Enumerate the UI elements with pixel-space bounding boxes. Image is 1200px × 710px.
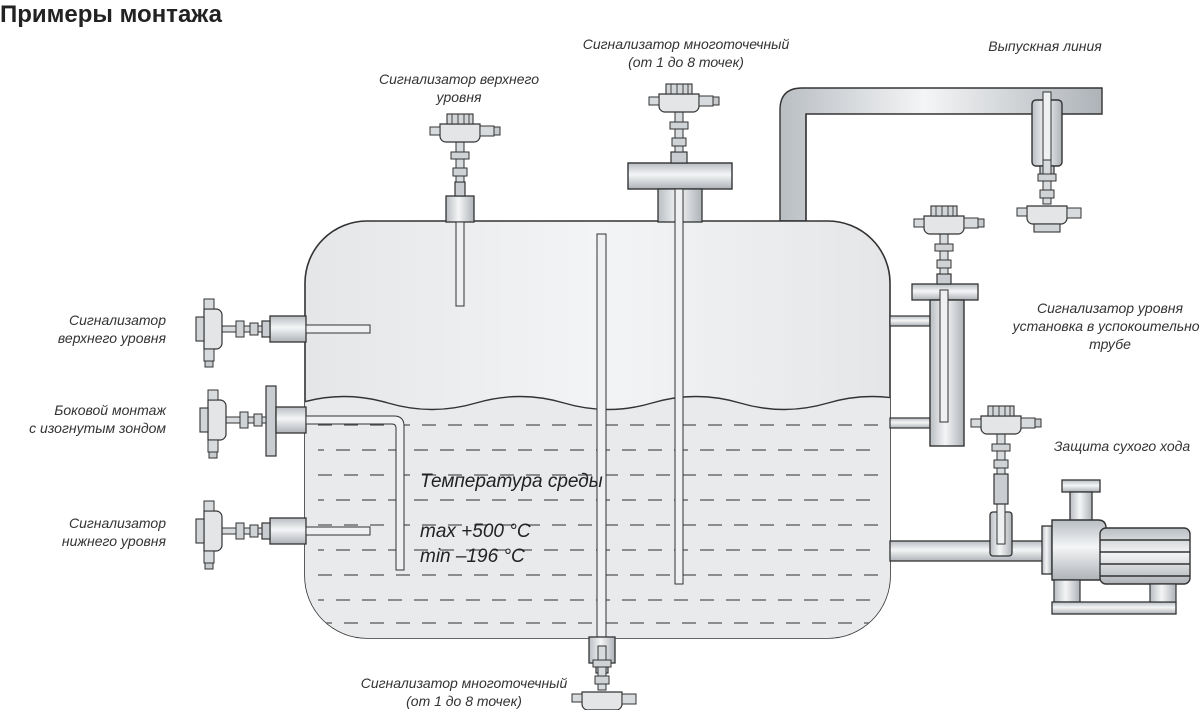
side-lower-level-sensor xyxy=(195,500,371,570)
svg-text:Сигнализатор уровня: Сигнализатор уровня xyxy=(1037,300,1184,316)
svg-text:трубе: трубе xyxy=(1089,336,1131,352)
stilling-well xyxy=(889,205,985,447)
svg-text:Боковой монтаж: Боковой монтаж xyxy=(54,402,167,418)
medium-temperature-min: min –196 °C xyxy=(420,546,525,567)
label-upper-level-top: Сигнализатор верхнего уровня xyxy=(379,71,539,105)
svg-text:Сигнализатор многоточечный: Сигнализатор многоточечный xyxy=(361,675,568,691)
svg-text:Сигнализатор: Сигнализатор xyxy=(69,515,166,531)
svg-text:Сигнализатор верхнего: Сигнализатор верхнего xyxy=(379,71,539,87)
svg-text:(от 1 до 8 точек): (от 1 до 8 точек) xyxy=(628,54,744,70)
svg-text:Сигнализатор многоточечный: Сигнализатор многоточечный xyxy=(583,36,790,52)
label-dry-run: Защита сухого хода xyxy=(1054,438,1191,454)
svg-text:Сигнализатор: Сигнализатор xyxy=(69,312,166,328)
label-stilling-well: Сигнализатор уровня установка в успокоит… xyxy=(1012,300,1200,352)
label-side-bent: Боковой монтаж с изогнутым зондом xyxy=(29,402,167,436)
svg-text:Выпускная линия: Выпускная линия xyxy=(988,38,1102,54)
side-upper-level-sensor xyxy=(195,298,371,368)
svg-text:уровня: уровня xyxy=(435,89,482,105)
top-upper-level-sensor xyxy=(429,113,501,307)
page-title: Примеры монтажа xyxy=(0,1,223,28)
medium-temperature: Температура среды max +500 °C min –196 °… xyxy=(420,471,603,567)
medium-temperature-label: Температура среды xyxy=(420,471,603,492)
tank xyxy=(304,220,891,639)
top-multipoint-sensor xyxy=(627,83,733,585)
pump-line xyxy=(889,405,1051,562)
bottom-multipoint-sensor xyxy=(571,233,637,710)
svg-text:нижнего уровня: нижнего уровня xyxy=(62,533,167,549)
svg-text:с изогнутым зондом: с изогнутым зондом xyxy=(29,420,166,436)
outlet-pipe xyxy=(779,87,1103,222)
label-side-upper: Сигнализатор верхнего уровня xyxy=(58,312,167,346)
outlet-line-sensor xyxy=(1016,159,1082,233)
svg-text:Защита сухого хода: Защита сухого хода xyxy=(1054,438,1191,454)
label-side-lower: Сигнализатор нижнего уровня xyxy=(62,515,167,549)
label-multipoint-bottom: Сигнализатор многоточечный (от 1 до 8 то… xyxy=(361,675,568,709)
svg-text:верхнего уровня: верхнего уровня xyxy=(58,330,167,346)
svg-text:(от 1 до 8 точек): (от 1 до 8 точек) xyxy=(406,693,522,709)
side-bent-probe-sensor xyxy=(199,385,405,571)
label-multipoint-top: Сигнализатор многоточечный (от 1 до 8 то… xyxy=(583,36,790,70)
medium-temperature-max: max +500 °C xyxy=(420,521,531,542)
liquid xyxy=(305,395,890,638)
pump xyxy=(1041,479,1191,615)
label-outlet-line: Выпускная линия xyxy=(988,38,1102,54)
svg-text:установка в успокоительной: установка в успокоительной xyxy=(1012,318,1200,334)
